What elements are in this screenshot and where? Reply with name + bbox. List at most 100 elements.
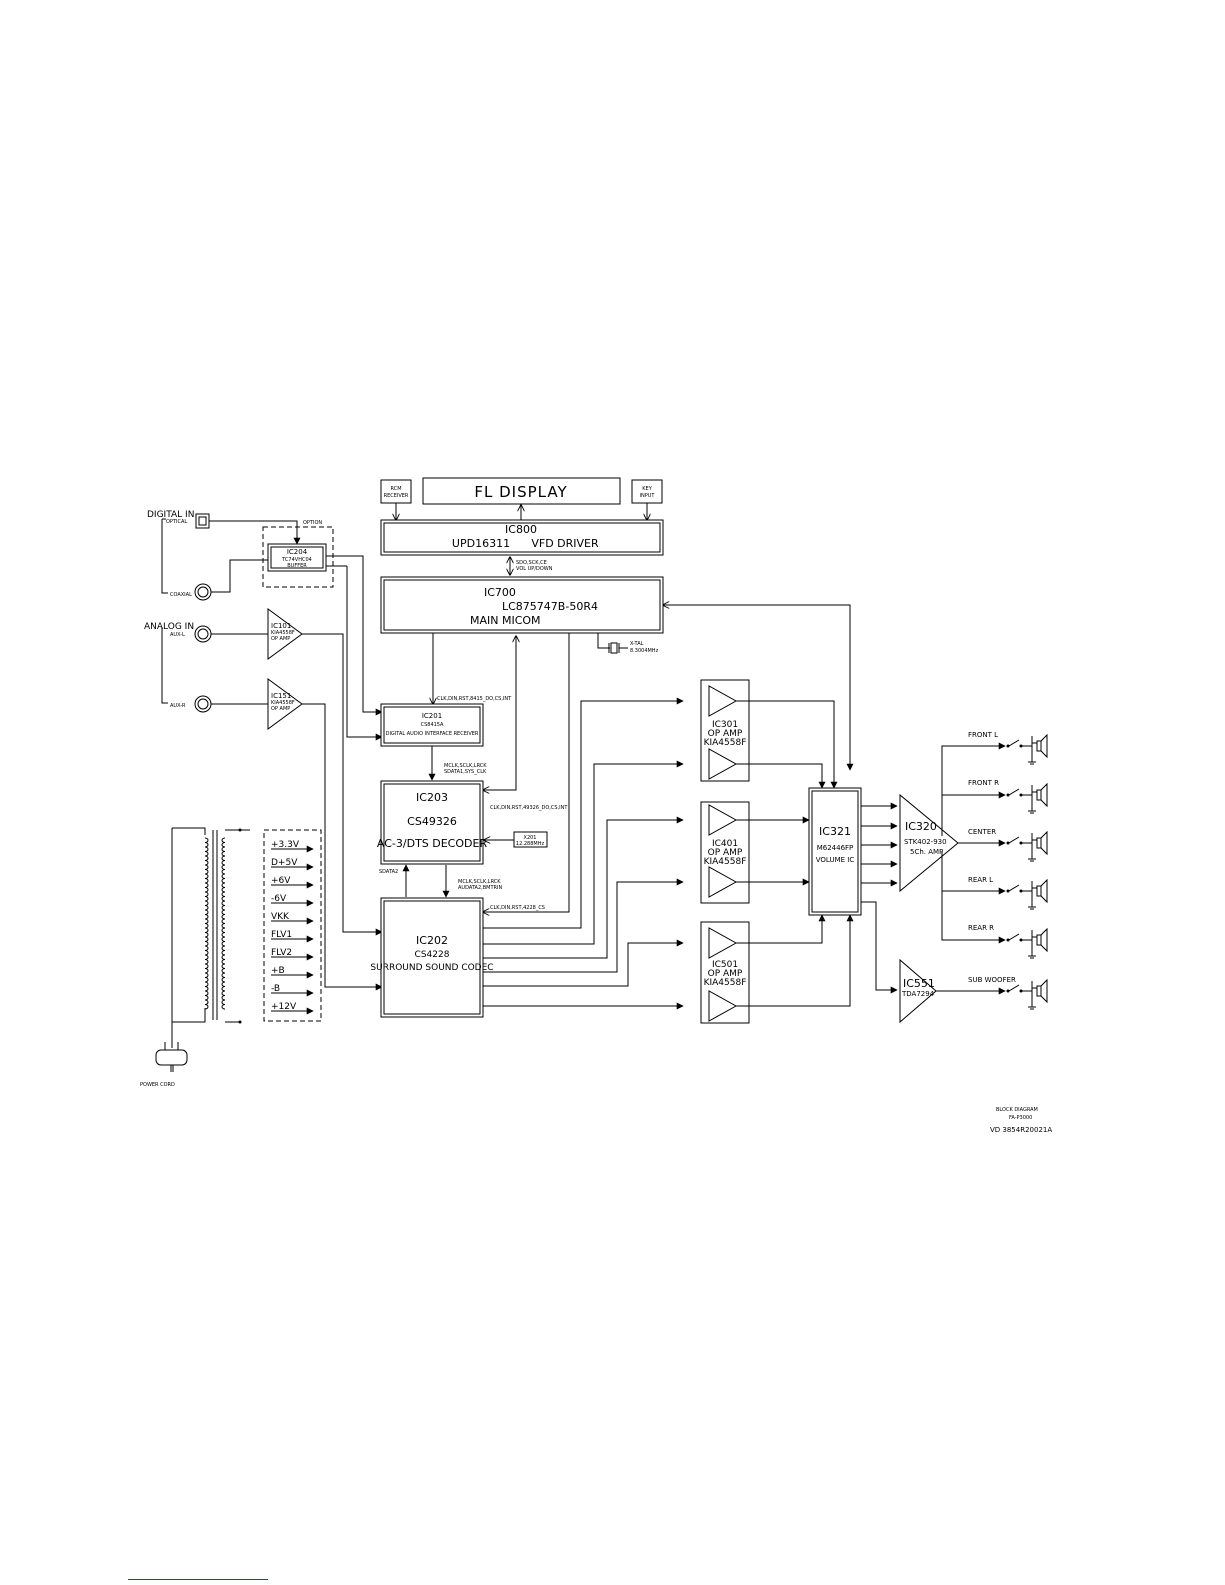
svg-text:CS8415A: CS8415A — [421, 722, 444, 728]
power-rail-label: +B — [271, 966, 285, 976]
svg-text:IC301: IC301 — [712, 720, 738, 730]
coaxial-jack — [194, 583, 212, 601]
speaker-icon — [1006, 927, 1048, 959]
svg-text:KEY: KEY — [642, 486, 652, 492]
svg-text:IC700: IC700 — [484, 586, 516, 599]
ic201-block: IC201 CS8415A DIGITAL AUDIO INTERFACE RE… — [380, 703, 484, 747]
svg-text:IC202: IC202 — [416, 934, 448, 947]
option-label: OPTION — [303, 520, 322, 526]
speaker-rear-r-label: REAR R — [968, 924, 994, 932]
svg-text:KIA4558F: KIA4558F — [704, 738, 747, 748]
svg-text:UPD16311: UPD16311 — [452, 537, 510, 550]
svg-text:X-TAL: X-TAL — [630, 641, 644, 647]
power-rails-box — [263, 829, 322, 1022]
power-rail-label: +12V — [271, 1002, 297, 1012]
svg-text:LC875747B-50R4: LC875747B-50R4 — [502, 600, 598, 613]
power-cord-plug — [155, 1022, 188, 1072]
ic501-opamp-bank: IC501 OP AMP KIA4558F — [700, 921, 750, 1024]
svg-text:IC203: IC203 — [416, 791, 448, 804]
svg-text:KIA4558F: KIA4558F — [271, 700, 295, 706]
key-input-block: KEY INPUT — [631, 479, 663, 504]
signal-700-201: CLK,DIN,RST,8415_DO,CS,INT — [437, 696, 512, 702]
optical-jack — [195, 513, 210, 529]
signal-700-202: CLK,DIN,RST,4228_CS — [490, 905, 545, 911]
svg-text:CS49326: CS49326 — [407, 815, 457, 828]
ic151-opamp: IC151 KIA4558F OP AMP — [267, 678, 303, 730]
svg-text:M62446FP: M62446FP — [817, 844, 854, 852]
analog-in-label: ANALOG IN — [144, 622, 194, 632]
ic202-block: IC202 CS4228 SURROUND SOUND CODEC — [370, 897, 494, 1018]
speaker-icon — [1006, 733, 1048, 765]
svg-text:VOLUME IC: VOLUME IC — [816, 856, 855, 864]
svg-text:OP AMP: OP AMP — [271, 636, 290, 642]
signal-800-700-line2: VOL UP/DOWN — [516, 566, 553, 572]
power-rail-label: D+5V — [271, 858, 298, 868]
power-rail-label: -6V — [271, 894, 287, 904]
signal-800-700-line1: SDO,SCK,CE — [516, 560, 547, 566]
power-rail-label: +6V — [271, 876, 291, 886]
speaker-center-label: CENTER — [968, 828, 996, 836]
aux-r-jack — [194, 695, 212, 713]
svg-text:STK402-930: STK402-930 — [904, 838, 947, 846]
svg-text:VFD DRIVER: VFD DRIVER — [531, 537, 599, 550]
svg-text:OP AMP: OP AMP — [708, 729, 743, 739]
ic551-amp: IC551 TDA7294 — [899, 958, 937, 1024]
svg-text:AC-3/DTS DECODER: AC-3/DTS DECODER — [377, 837, 488, 850]
power-rail-label: FLV1 — [271, 930, 292, 940]
speaker-rear-l-label: REAR L — [968, 876, 993, 884]
ic203-block: IC203 CS49326 AC-3/DTS DECODER — [377, 780, 488, 865]
footer-title: BLOCK DIAGRAM — [996, 1107, 1038, 1113]
transformer — [171, 827, 250, 1024]
ic301-opamp-bank: IC301 OP AMP KIA4558F — [700, 679, 750, 782]
optical-label: OPTICAL — [166, 519, 187, 525]
svg-text:IC201: IC201 — [422, 712, 442, 720]
speaker-icon — [1006, 830, 1048, 862]
svg-text:IC321: IC321 — [819, 825, 851, 838]
power-rail-label: +3.3V — [271, 840, 300, 850]
svg-text:TC74VHC04: TC74VHC04 — [281, 557, 312, 563]
svg-text:RCM: RCM — [390, 486, 401, 492]
svg-text:OP AMP: OP AMP — [708, 848, 743, 858]
svg-text:IC800: IC800 — [505, 523, 537, 536]
svg-text:INPUT: INPUT — [640, 493, 656, 499]
speaker-icon — [1006, 878, 1048, 910]
speaker-icon — [1006, 978, 1048, 1010]
svg-text:IC320: IC320 — [905, 820, 937, 833]
fl-display-block: FL DISPLAY — [422, 477, 621, 505]
digital-in-label: DIGITAL IN — [147, 510, 194, 520]
footer-rule — [128, 1579, 268, 1580]
svg-text:IC151: IC151 — [271, 692, 291, 700]
svg-text:CS4228: CS4228 — [415, 950, 450, 960]
footer-code: VD 3854R20021A — [990, 1126, 1052, 1134]
power-rail-label: FLV2 — [271, 948, 292, 958]
svg-text:12.288MHz: 12.288MHz — [516, 841, 545, 847]
coaxial-label: COAXIAL — [170, 592, 192, 598]
svg-text:BUFFER: BUFFER — [287, 563, 307, 569]
svg-text:TDA7294: TDA7294 — [901, 990, 935, 998]
signal-700-203: CLK,DIN,RST,49326_DO,CS,INT — [490, 805, 568, 811]
ic321-block: IC321 M62446FP VOLUME IC — [808, 787, 862, 916]
svg-text:KIA4558F: KIA4558F — [704, 857, 747, 867]
ic800-block: IC800 UPD16311 VFD DRIVER — [380, 519, 664, 556]
option-dashed-box — [262, 526, 334, 588]
signal-203-202-line2: AUDATA2,BMTRIN — [458, 885, 502, 891]
rcm-receiver-block: RCM RECEIVER — [380, 479, 412, 504]
svg-text:KIA4558F: KIA4558F — [704, 978, 747, 988]
ic401-opamp-bank: IC401 OP AMP KIA4558F — [700, 801, 750, 904]
footer-model: FA-P3000 — [1009, 1115, 1032, 1121]
svg-text:IC501: IC501 — [712, 960, 738, 970]
svg-text:X201: X201 — [524, 835, 537, 841]
svg-text:KIA4558F: KIA4558F — [271, 630, 295, 636]
svg-text:FL DISPLAY: FL DISPLAY — [474, 483, 567, 501]
svg-text:5Ch. AMP: 5Ch. AMP — [910, 848, 943, 856]
signal-201-203-line1: MCLK,SCLK,LRCK — [444, 763, 487, 769]
x201-crystal: X201 12.288MHz — [513, 831, 548, 848]
ic700-block: IC700 LC875747B-50R4 MAIN MICOM — [380, 576, 664, 634]
svg-text:IC204: IC204 — [287, 548, 308, 556]
svg-text:8.3004MHz: 8.3004MHz — [630, 648, 659, 654]
aux-l-jack — [194, 625, 212, 643]
speaker-icon — [1006, 782, 1048, 814]
signal-203-202-line1: MCLK,SCLK,LRCK — [458, 879, 501, 885]
svg-text:OP AMP: OP AMP — [708, 969, 743, 979]
